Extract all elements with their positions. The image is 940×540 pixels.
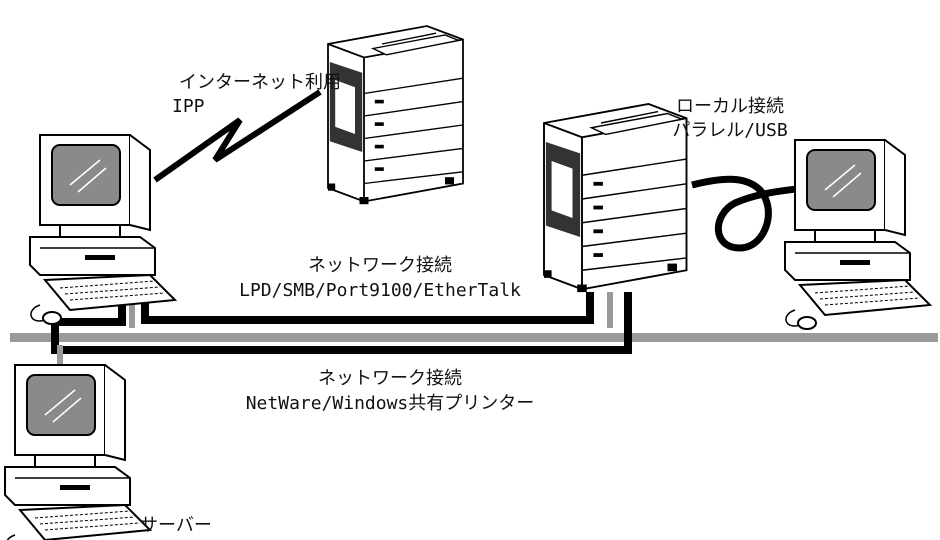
network-lpd-label-line1: ネットワーク接続	[308, 255, 452, 276]
network-lpd-label-line2: LPD/SMB/Port9100/EtherTalk	[239, 280, 521, 301]
local-usb-cable	[691, 175, 806, 252]
internet-printer-icon	[327, 25, 464, 206]
local-label-line1: ローカル接続	[676, 96, 784, 117]
local-label-line2: パラレル/USB	[672, 120, 788, 141]
server-label: サーバー	[140, 515, 212, 536]
internet-label-line2: IPP	[172, 96, 205, 117]
network-netware-connection-line	[51, 282, 632, 354]
local-computer-icon	[784, 139, 931, 330]
server-computer-icon	[4, 364, 151, 540]
client-computer-icon	[29, 134, 176, 325]
lan-backbone	[10, 333, 938, 342]
internet-ipp-line	[153, 89, 322, 183]
network-netware-label-line2: NetWare/Windows共有プリンター	[245, 393, 535, 414]
network-netware-label-line1: ネットワーク接続	[318, 368, 462, 389]
internet-label-line1: インターネット利用	[179, 72, 341, 93]
